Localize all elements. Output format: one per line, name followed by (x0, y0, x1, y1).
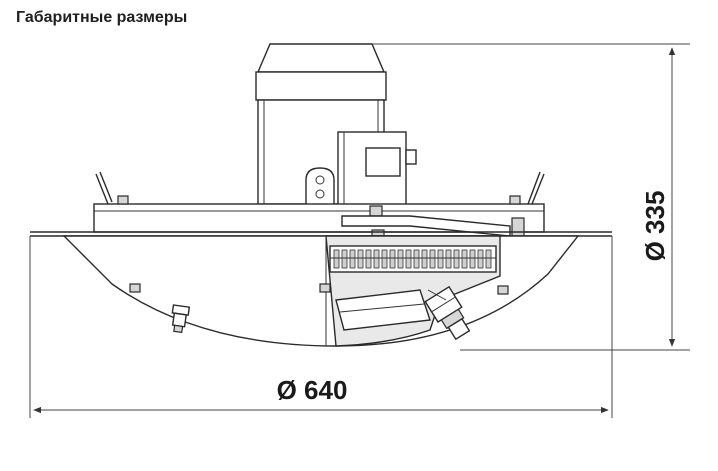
gland-arm (427, 289, 447, 301)
impeller-blade (461, 249, 468, 269)
left-lug (95, 173, 109, 205)
impeller-blade (453, 249, 460, 269)
impeller-blade (437, 249, 444, 269)
impeller-blade (429, 249, 436, 269)
cable-gland-left (171, 304, 191, 334)
bolt-icon (497, 285, 509, 295)
bracket-hole-icon (315, 175, 325, 185)
motor-top-band (255, 71, 387, 101)
gland-tail (447, 317, 471, 341)
impeller-blade (485, 249, 492, 269)
impeller-blades (333, 249, 492, 269)
bolt-icon (129, 283, 141, 293)
gland-body (171, 312, 188, 328)
diameter-dimension: Ø 640 (29, 236, 613, 418)
impeller (329, 245, 497, 273)
terminal-window (365, 147, 401, 177)
inlet-cone (335, 289, 431, 331)
bolt-icon (509, 195, 521, 205)
cable-gland-right (424, 285, 471, 341)
bolt-icon (369, 205, 383, 217)
right-lug (527, 171, 541, 205)
impeller-blade (365, 249, 372, 269)
bolt-icon (319, 283, 331, 293)
impeller-blade (405, 249, 412, 269)
impeller-blade (357, 249, 364, 269)
impeller-blade (397, 249, 404, 269)
terminal-box (337, 131, 417, 207)
terminal-gland (405, 149, 417, 165)
motor-cap (256, 43, 386, 73)
impeller-blade (389, 249, 396, 269)
page-title: Габаритные размеры (16, 9, 188, 26)
impeller-blade (413, 249, 420, 269)
bolt-icon (117, 195, 129, 205)
motor-bracket (305, 167, 335, 207)
impeller-blade (469, 249, 476, 269)
mounting-plate (93, 171, 545, 233)
mounting-plate-body (93, 203, 545, 233)
height-dimension-label: Ø 335 (640, 191, 670, 262)
bracket-hole-icon (315, 189, 325, 199)
impeller-blade (445, 249, 452, 269)
inlet-cone-body (335, 289, 431, 331)
impeller-blade (421, 249, 428, 269)
impeller-blade (341, 249, 348, 269)
impeller-blade (333, 249, 340, 269)
gland-tail (173, 324, 184, 334)
impeller-blade (349, 249, 356, 269)
impeller-blade (381, 249, 388, 269)
bracket-plate (305, 167, 335, 207)
impeller-blade (373, 249, 380, 269)
height-dimension: Ø 335 (372, 43, 690, 351)
diameter-dimension-label: Ø 640 (277, 375, 348, 405)
impeller-blade (477, 249, 484, 269)
